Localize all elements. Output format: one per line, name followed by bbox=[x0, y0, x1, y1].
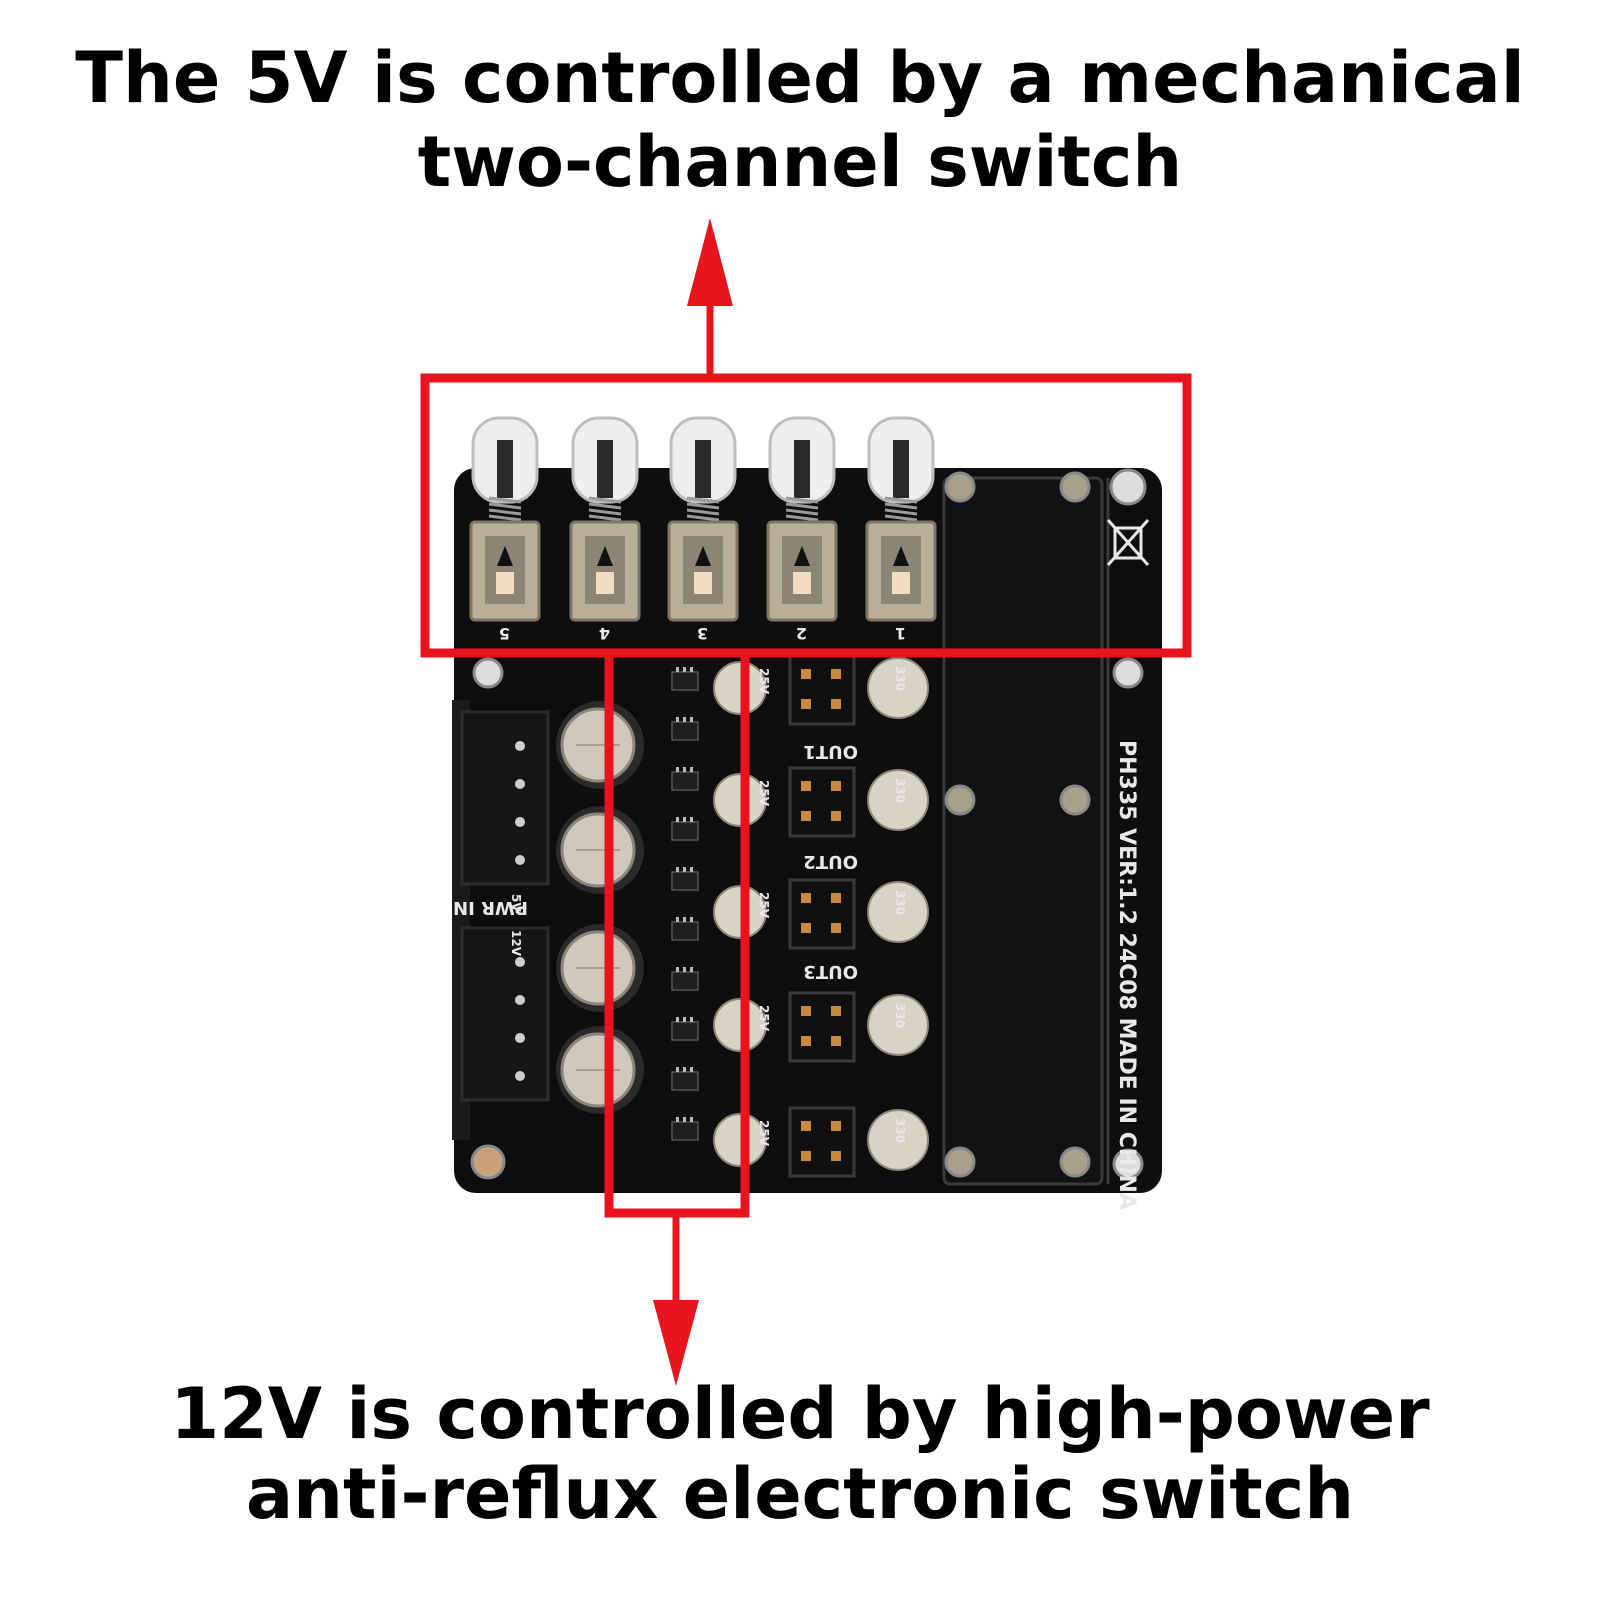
push-switch-4: 4 bbox=[569, 416, 641, 643]
push-switch-1: 1 bbox=[865, 416, 937, 643]
down-arrow-head bbox=[653, 1300, 699, 1386]
out3-label: OUT3 bbox=[803, 961, 858, 982]
switch-number-5: 5 bbox=[499, 624, 510, 643]
top-caption-line-1: The 5V is controlled by a mechanical bbox=[75, 37, 1525, 119]
bulk-capacitors bbox=[556, 701, 644, 1114]
cap-value-label: 330 bbox=[893, 1003, 907, 1028]
switch-number-2: 2 bbox=[796, 624, 807, 643]
bulk-capacitor bbox=[556, 924, 644, 1012]
cap-value-label: 330 bbox=[893, 890, 907, 915]
smd-chip bbox=[671, 717, 699, 741]
switch-number-1: 1 bbox=[895, 624, 906, 643]
cap-value-label: 330 bbox=[893, 1118, 907, 1143]
weee-bin-icon bbox=[1106, 519, 1150, 566]
bulk-capacitor bbox=[556, 806, 644, 894]
cap-voltage-label: 25V bbox=[757, 780, 771, 807]
annotation-overlay bbox=[420, 218, 1192, 1386]
out2-label: OUT2 bbox=[803, 851, 858, 872]
bulk-capacitor bbox=[556, 701, 644, 789]
push-switch-2: 2 bbox=[766, 416, 838, 643]
output-channel: 25V 330 bbox=[713, 1106, 929, 1178]
cap-voltage-label: 25V bbox=[757, 1005, 771, 1032]
push-switch-3: 3 bbox=[667, 416, 739, 643]
smd-chip bbox=[671, 817, 699, 841]
smd-chip bbox=[671, 1117, 699, 1141]
smd-chip bbox=[671, 667, 699, 691]
label-5v: 5V bbox=[509, 894, 523, 912]
cap-voltage-label: 25V bbox=[757, 892, 771, 919]
top-caption-line-2: two-channel switch bbox=[417, 121, 1183, 203]
output-channel: 25V 330 bbox=[713, 654, 929, 726]
bottom-caption: 12V is controlled by high-power anti-ref… bbox=[0, 1374, 1600, 1534]
pwr-in-label: PWR IN bbox=[453, 897, 528, 918]
smd-chip bbox=[671, 867, 699, 891]
output-channel: 25V 330 bbox=[713, 766, 929, 838]
up-arrow-head bbox=[687, 218, 733, 306]
mosfet-column bbox=[671, 667, 699, 1141]
smd-chip bbox=[671, 1017, 699, 1041]
board-model-text: PH335 VER:1.2 24C08 MADE IN CHINA bbox=[1114, 740, 1139, 1210]
switch-highlight-box bbox=[420, 373, 1192, 658]
cap-value-label: 330 bbox=[893, 666, 907, 691]
switch-number-4: 4 bbox=[599, 624, 610, 643]
output-channel: 25V 330 bbox=[713, 991, 929, 1063]
top-caption: The 5V is controlled by a mechanical two… bbox=[0, 36, 1600, 204]
output-channel: 25V 330 bbox=[713, 878, 929, 950]
push-switch-row: 5 4 3 2 1 bbox=[469, 416, 937, 643]
power-connectors: PWR IN 12V 5V bbox=[452, 700, 550, 1140]
bottom-caption-line-2: anti-reflux electronic switch bbox=[245, 1453, 1355, 1535]
switch-number-3: 3 bbox=[697, 624, 708, 643]
out1-label: OUT1 bbox=[803, 741, 858, 762]
cap-value-label: 330 bbox=[893, 778, 907, 803]
push-switch-5: 5 bbox=[469, 416, 541, 643]
bulk-capacitor bbox=[556, 1026, 644, 1114]
cap-voltage-label: 25V bbox=[757, 668, 771, 695]
bottom-caption-line-1: 12V is controlled by high-power bbox=[170, 1373, 1430, 1455]
cap-voltage-label: 25V bbox=[757, 1120, 771, 1147]
smd-chip bbox=[671, 767, 699, 791]
output-section: 25V 330 25V 330 25V 330 25V 330 25V 330 bbox=[713, 654, 929, 1178]
smd-chip bbox=[671, 917, 699, 941]
mounting-holes bbox=[470, 468, 1147, 1180]
smd-chip bbox=[671, 1067, 699, 1091]
label-12v: 12V bbox=[509, 930, 523, 957]
smd-chip bbox=[671, 967, 699, 991]
